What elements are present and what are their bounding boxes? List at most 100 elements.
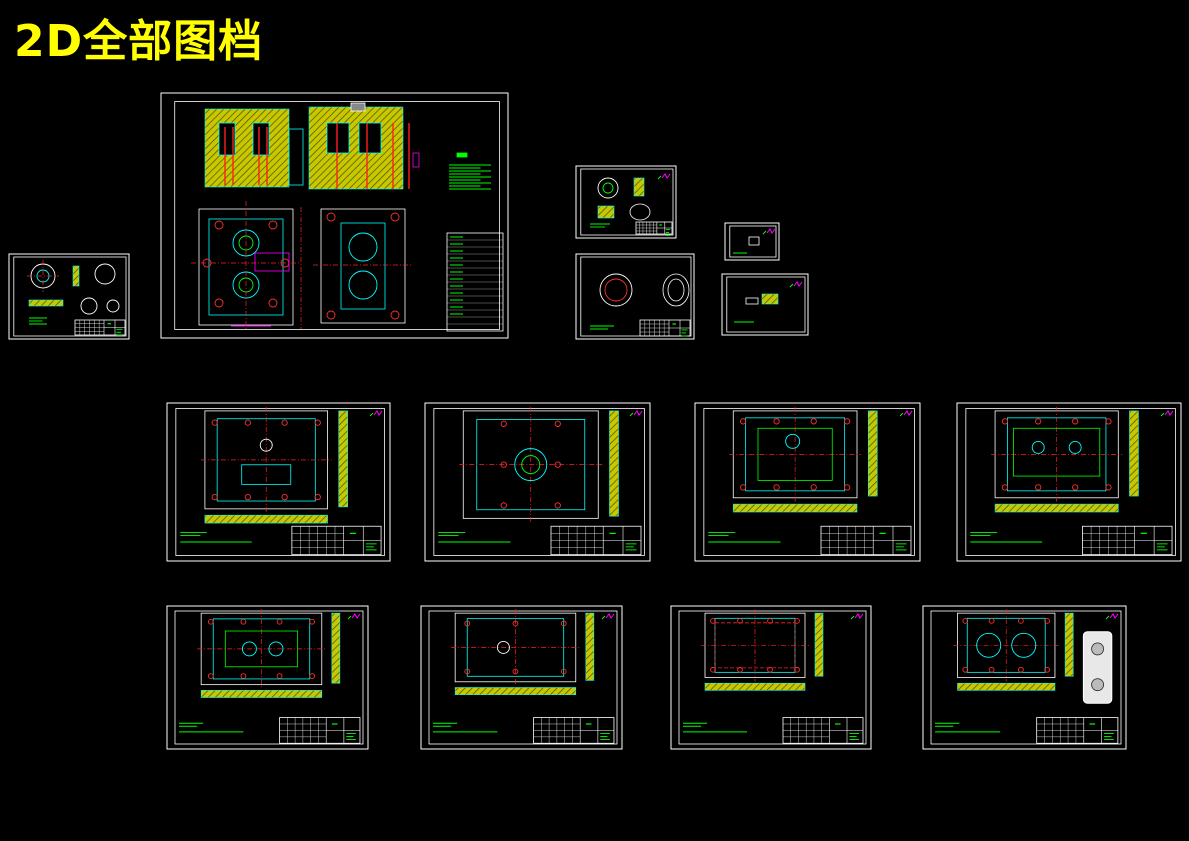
hole-circle <box>326 212 336 222</box>
hole-circle <box>207 673 214 679</box>
hatched-section <box>308 106 404 190</box>
hole-circle <box>1072 418 1079 425</box>
hole-circle <box>244 419 251 426</box>
sprue-circle <box>496 641 510 654</box>
cavity-circle <box>785 433 801 449</box>
pocket <box>757 427 833 481</box>
cavity-circle <box>1068 440 1082 454</box>
hole-circle <box>710 618 716 624</box>
cavity-circle <box>1031 440 1045 454</box>
logo-mark <box>850 615 855 620</box>
hatched-section <box>1129 410 1139 497</box>
sheet-outer-border <box>424 402 651 562</box>
hole-circle <box>843 484 851 491</box>
hole-circle <box>710 666 716 673</box>
sheet-outer-border <box>694 402 921 562</box>
hole-circle <box>737 618 743 624</box>
sheet-outer-border <box>160 92 509 339</box>
sheet-part-c <box>575 253 695 340</box>
sheet-outer-border <box>575 165 677 239</box>
sprue-circle <box>259 438 273 452</box>
pocket <box>241 464 292 485</box>
hole-circle <box>1001 418 1009 425</box>
logo-mark <box>369 412 374 417</box>
sheet-plate-7 <box>670 605 872 750</box>
hole-circle <box>988 617 995 624</box>
sheet-inner-border <box>174 101 500 330</box>
hatched-section <box>994 503 1119 513</box>
hole-circle <box>560 620 567 627</box>
plan-outline <box>198 208 294 326</box>
hole-circle <box>810 484 817 491</box>
sheet-outer-border <box>721 273 809 336</box>
part-circle <box>94 263 116 285</box>
logo-mark <box>373 410 383 416</box>
sheet-outer-border <box>166 402 391 562</box>
hole-circle <box>1105 418 1112 425</box>
sheet-inner-border <box>175 408 385 556</box>
cavity <box>358 122 382 154</box>
slider-block <box>254 252 290 272</box>
logo-mark <box>1160 412 1165 417</box>
sheet-part-d <box>724 222 780 261</box>
logo-mark <box>766 228 776 234</box>
hole-circle <box>276 673 283 679</box>
insert-iso-hole <box>1091 642 1105 656</box>
logo-mark <box>1105 615 1110 620</box>
sheet-outer-border <box>575 253 695 340</box>
sheet-inner-border <box>729 225 777 258</box>
hole-circle <box>211 493 218 501</box>
hole-circle <box>794 618 800 624</box>
pocket <box>714 622 796 669</box>
sheet-plate-1 <box>166 402 391 562</box>
cavity-circle <box>268 641 284 657</box>
cavity <box>326 122 350 154</box>
hole-circle <box>988 666 995 673</box>
logo-mark <box>903 410 913 416</box>
cavity-circle <box>348 270 378 300</box>
cavity-circle <box>348 232 378 262</box>
hole-circle <box>560 668 567 675</box>
hatched-section <box>200 690 323 698</box>
sheet-outer-border <box>420 605 623 750</box>
hole-circle <box>740 418 747 425</box>
logo-mark <box>762 230 767 235</box>
hatched-section <box>957 682 1056 691</box>
logo-mark <box>629 412 634 417</box>
hatched-section <box>28 299 64 307</box>
hole-circle <box>1044 666 1051 673</box>
hole-circle <box>390 212 400 222</box>
ring-view <box>667 278 685 302</box>
side-plate <box>288 128 304 186</box>
hatched-section <box>204 514 328 524</box>
part-circle <box>106 299 120 313</box>
sheet-part-e <box>721 273 809 336</box>
hole-circle <box>512 668 519 675</box>
hole-circle <box>794 666 800 673</box>
hole-circle <box>737 666 743 673</box>
locating-ring <box>514 448 548 482</box>
hole-circle <box>512 620 519 627</box>
hole-circle <box>1072 484 1079 491</box>
sheet-plate-3 <box>694 402 921 562</box>
hole-circle <box>390 310 400 320</box>
logo-mark <box>351 613 361 619</box>
logo-mark <box>661 173 671 179</box>
hatched-section <box>454 687 577 695</box>
hole-circle <box>500 461 507 468</box>
hole-circle <box>810 418 817 425</box>
hatched-section <box>704 682 806 691</box>
sheet-outer-border <box>922 605 1127 750</box>
hole-circle <box>962 617 969 624</box>
hole-circle <box>268 220 278 230</box>
sheet-inner-border <box>930 610 1122 745</box>
hole-circle <box>1035 484 1042 491</box>
hole-circle <box>240 618 247 625</box>
plan-outline <box>320 208 406 324</box>
hatched-section <box>338 410 348 508</box>
hatched-section <box>72 265 80 287</box>
part-circle <box>597 177 619 199</box>
hatched-section <box>867 410 878 497</box>
sheet-plate-5 <box>166 605 369 750</box>
